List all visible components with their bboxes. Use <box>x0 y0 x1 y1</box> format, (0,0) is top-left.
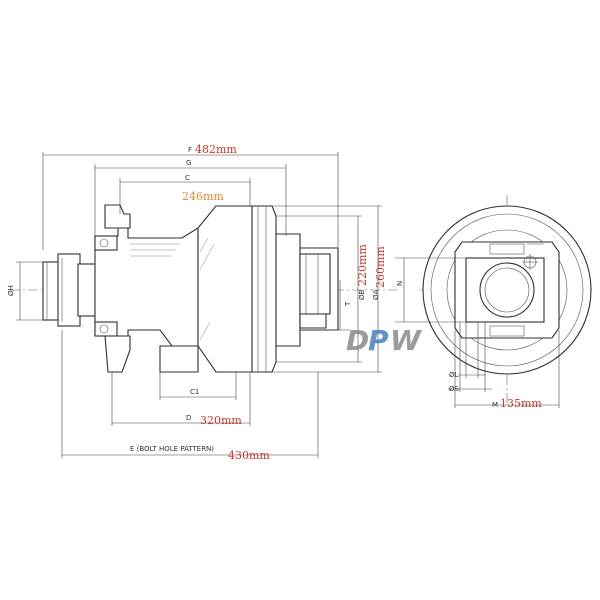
dim-N-label: N <box>396 281 404 286</box>
dim-F-value: 482mm <box>195 143 237 156</box>
dim-A-label: ØA <box>372 289 380 300</box>
dim-B-label: ØB <box>358 289 366 300</box>
dim-L-label: ØL <box>449 371 459 379</box>
logo-letter-w: W <box>390 324 422 357</box>
dim-M-label: M <box>492 401 498 409</box>
dim-E-label: E (BOLT HOLE PATTERN) <box>130 445 214 453</box>
dim-E-value: 430mm <box>228 449 270 462</box>
dim-M-value: 135mm <box>500 397 542 410</box>
front-bore <box>479 262 535 318</box>
dim-C-label: C <box>185 174 190 182</box>
logo-letter-d: D <box>346 324 369 357</box>
dpw-logo: D P W <box>346 324 422 357</box>
logo-letter-p: P <box>368 324 389 357</box>
dim-A-value: 260mm <box>374 246 387 288</box>
front-view <box>420 195 595 405</box>
dim-H-label: ØH <box>7 285 15 296</box>
dim-D-value: 320mm <box>200 414 242 427</box>
dim-F-label: F <box>188 146 192 154</box>
dim-C-value: 246mm <box>182 190 224 203</box>
dim-S-label: ØS <box>449 385 460 393</box>
dim-D-label: D <box>186 414 191 422</box>
dim-T-label: T <box>344 301 352 307</box>
dim-C1-label: C1 <box>190 388 199 396</box>
dim-B-value: 220mm <box>356 244 369 286</box>
dim-G-label: G <box>186 159 191 167</box>
left-collar <box>94 204 199 373</box>
roller-body <box>159 205 339 373</box>
